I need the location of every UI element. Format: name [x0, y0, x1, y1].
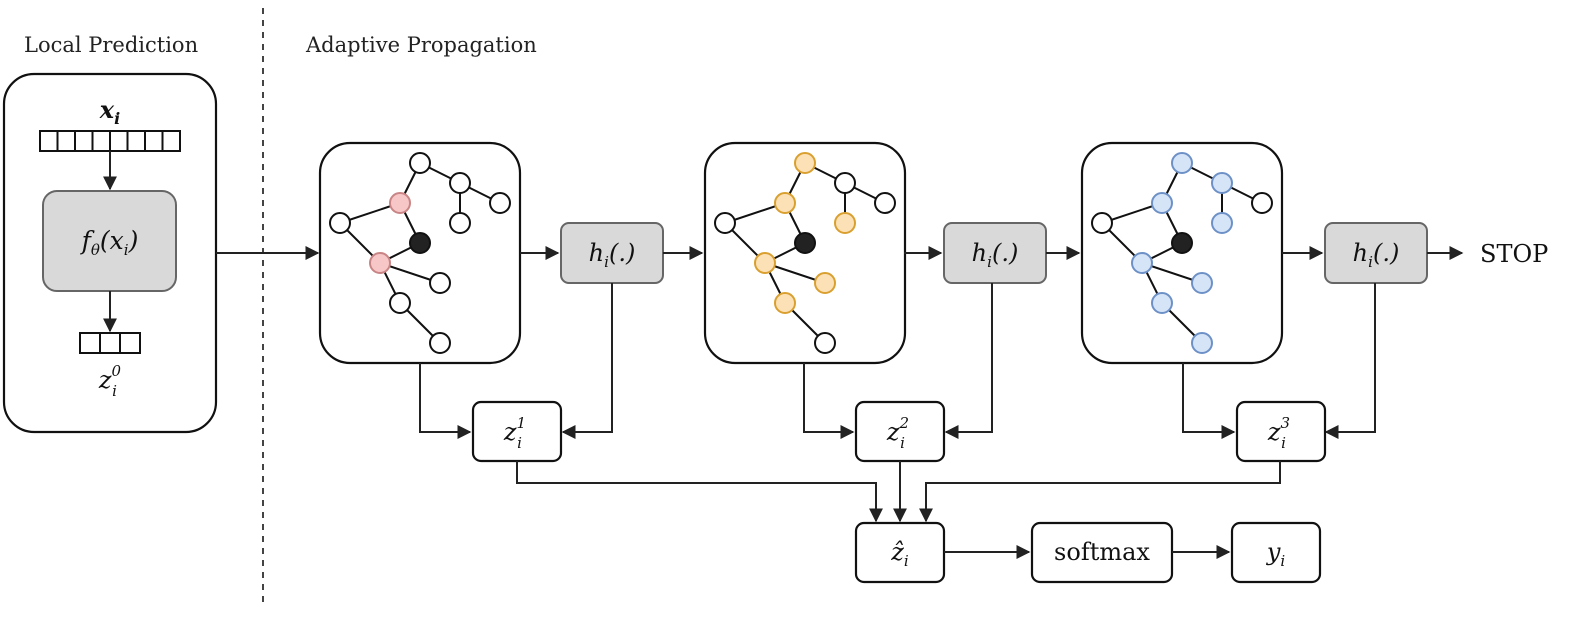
adaptive-propagation-title: Adaptive Propagation: [305, 33, 537, 57]
stop-label: STOP: [1480, 240, 1548, 268]
softmax-label: softmax: [1054, 538, 1150, 566]
target-node: [409, 232, 431, 254]
graph-node: [1091, 212, 1113, 234]
halting-label-2: hi(.): [972, 239, 1019, 271]
propagated-node: [754, 252, 776, 274]
graph-node: [409, 152, 431, 174]
z1-to-aggregate-arrow: [516, 461, 883, 523]
graph-node: [429, 272, 451, 294]
graph-node: [1251, 192, 1273, 214]
svg-text:z3i: z3i: [1267, 414, 1290, 452]
propagated-node: [774, 292, 796, 314]
target-node: [1171, 232, 1193, 254]
propagated-node: [774, 192, 796, 214]
propagated-node: [1191, 332, 1213, 354]
halting-label-1: hi(.): [589, 239, 636, 271]
propagated-node: [1211, 172, 1233, 194]
svg-text:z1i: z1i: [503, 414, 526, 452]
graph-node: [449, 212, 471, 234]
propagated-node: [834, 212, 856, 234]
local-prediction-title: Local Prediction: [24, 33, 198, 57]
graph-node: [814, 332, 836, 354]
graph-node: [429, 332, 451, 354]
propagated-node: [1151, 192, 1173, 214]
initial-embedding-vector: [79, 332, 141, 354]
propagated-node: [1191, 272, 1213, 294]
propagated-node: [1211, 212, 1233, 234]
graph-panel-1: [318, 141, 522, 365]
graph-node: [329, 212, 351, 234]
target-node: [794, 232, 816, 254]
halting-label-3: hi(.): [1353, 239, 1400, 271]
graph-panel-3: [1080, 141, 1284, 365]
prediction-label: yi: [1266, 538, 1286, 570]
input-label: xi: [99, 95, 120, 128]
z3-to-aggregate-arrow: [919, 461, 1281, 523]
propagated-node: [794, 152, 816, 174]
graph-node: [834, 172, 856, 194]
graph-panel-2: [703, 141, 907, 365]
propagated-node: [1171, 152, 1193, 174]
propagated-node: [389, 192, 411, 214]
graph-node: [489, 192, 511, 214]
propagated-node: [1151, 292, 1173, 314]
input-feature-vector: [39, 130, 181, 152]
graph-node: [449, 172, 471, 194]
graph-node: [714, 212, 736, 234]
graph-node: [874, 192, 896, 214]
svg-text:z2i: z2i: [886, 414, 909, 452]
prediction-box: [1230, 521, 1322, 584]
aggregated-embedding-label: ẑi: [890, 538, 909, 570]
graph-node: [389, 292, 411, 314]
propagated-node: [369, 252, 391, 274]
propagated-node: [1131, 252, 1153, 274]
propagated-node: [814, 272, 836, 294]
local-function-label: fθ(xi): [80, 226, 139, 259]
